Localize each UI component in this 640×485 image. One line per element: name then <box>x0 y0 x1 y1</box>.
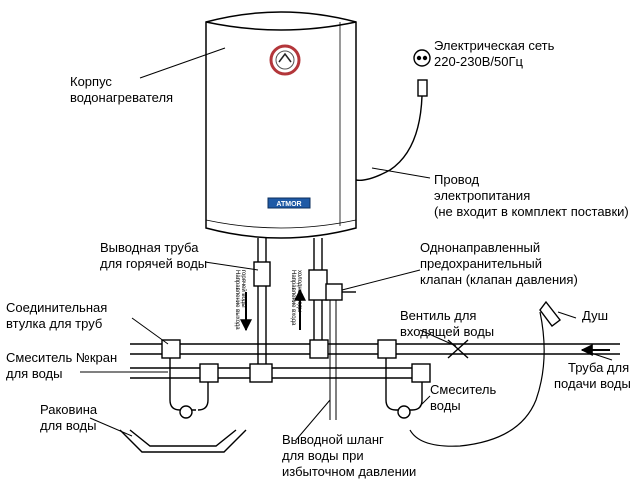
brand-name: ATMOR <box>276 201 301 208</box>
label-drain-hose-3: избыточном давлении <box>282 464 416 479</box>
label-supply-pipe-2: подачи воды <box>554 376 631 391</box>
label-coupling-1: Соединительная <box>6 300 107 315</box>
label-power-cable-3: (не входит в комплект поставки) <box>434 204 629 219</box>
label-check-valve-1: Однонаправленный <box>420 240 540 255</box>
label-inlet-valve-2: входящей воды <box>400 324 494 339</box>
label-drain-hose-1: Выводной шланг <box>282 432 384 447</box>
label-power-network-1: Электрическая сеть <box>434 38 555 53</box>
label-check-valve-3: клапан (клапан давления) <box>420 272 578 287</box>
label-check-valve-2: предохранительный <box>420 256 542 271</box>
flow-cold-label-2: холодной воды <box>296 270 303 312</box>
label-outlet-pipe-2: для горячей воды <box>100 256 207 271</box>
label-sink-2: для воды <box>40 418 96 433</box>
label-mixer-left-1: Смеситель №кран <box>6 350 117 365</box>
leader-lines <box>80 47 613 441</box>
label-sink-1: Раковина <box>40 402 98 417</box>
label-supply-pipe-1: Труба для <box>568 360 629 375</box>
water-heater-tank <box>205 11 357 239</box>
power-plug-icon <box>355 49 431 181</box>
label-mixer-right-2: воды <box>430 398 461 413</box>
heater-pipes <box>253 238 356 372</box>
label-shower: Душ <box>582 308 608 323</box>
label-inlet-valve-1: Вентиль для <box>400 308 476 323</box>
label-heater-body-2: водонагревателя <box>70 90 173 105</box>
label-coupling-2: втулка для труб <box>6 316 102 331</box>
label-heater-body-1: Корпус <box>70 74 112 89</box>
label-outlet-pipe-1: Выводная труба <box>100 240 199 255</box>
flow-arrows <box>240 288 610 356</box>
label-mixer-left-2: для воды <box>6 366 62 381</box>
label-mixer-right-1: Смеситель <box>430 382 497 397</box>
labels: Корпус водонагревателя Электрическая сет… <box>6 38 631 479</box>
thermometer-gauge-icon <box>269 44 301 76</box>
label-power-cable-2: электропитания <box>434 188 530 203</box>
water-lines <box>130 300 620 447</box>
sink-basin <box>119 429 247 453</box>
label-power-network-2: 220-230В/50Гц <box>434 54 523 69</box>
flow-cold-label-1: Направление входа <box>290 270 296 326</box>
label-drain-hose-2: для воды при <box>282 448 364 463</box>
brand-plate: ATMOR <box>267 197 311 209</box>
flow-hot-label-1: Направление выхода <box>234 270 240 330</box>
label-power-cable-1: Провод <box>434 172 480 187</box>
flow-hot-label-2: горячей воды <box>240 270 247 308</box>
